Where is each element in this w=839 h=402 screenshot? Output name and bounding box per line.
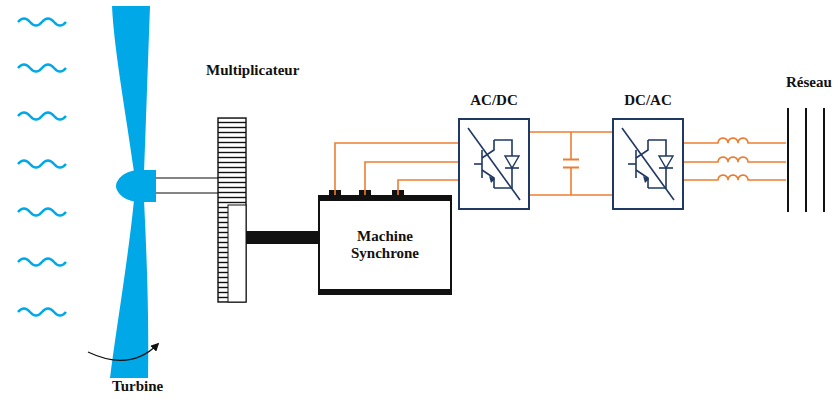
wind-line [18,209,66,216]
node-label: Réseau [786,74,832,91]
synchronous-machine-box: Machine Synchrone [318,195,452,295]
turbine-blade [112,6,150,172]
power-wire [684,138,786,180]
wind-line [18,19,66,26]
igbt-diode-symbol [614,120,682,208]
bus-bars [786,108,828,212]
low-speed-shaft [150,178,220,193]
gearbox-wheel [228,205,246,302]
power-wire [335,143,458,195]
wind-line [18,65,66,72]
gearbox-label: Multiplicateur [206,62,299,79]
node-label: DC/AC [624,92,672,109]
turbine-blade [110,200,148,378]
wind-line [18,309,66,316]
wire [398,180,458,195]
power-wire [530,132,612,195]
rectifier-box: AC/DC [458,118,530,210]
wire [684,157,786,162]
wire [365,162,458,195]
grid-bus: Réseau [786,108,828,212]
wind-lines [18,19,66,316]
dc-capacitor [563,132,579,195]
wind-line [18,259,66,266]
turbine-hub [116,170,156,202]
high-speed-shaft [246,231,320,244]
wire [335,143,458,195]
wind-line [18,113,66,120]
node-label: AC/DC [470,92,518,109]
rotation-arrow [88,344,158,360]
node-label: Machine Synchrone [338,228,433,263]
wire [684,138,786,143]
igbt-diode-symbol [460,120,528,208]
wind-line [18,161,66,168]
wire [684,175,786,180]
gearbox [218,118,246,302]
inverter-box: DC/AC [612,118,684,210]
turbine-label: Turbine [112,378,163,395]
